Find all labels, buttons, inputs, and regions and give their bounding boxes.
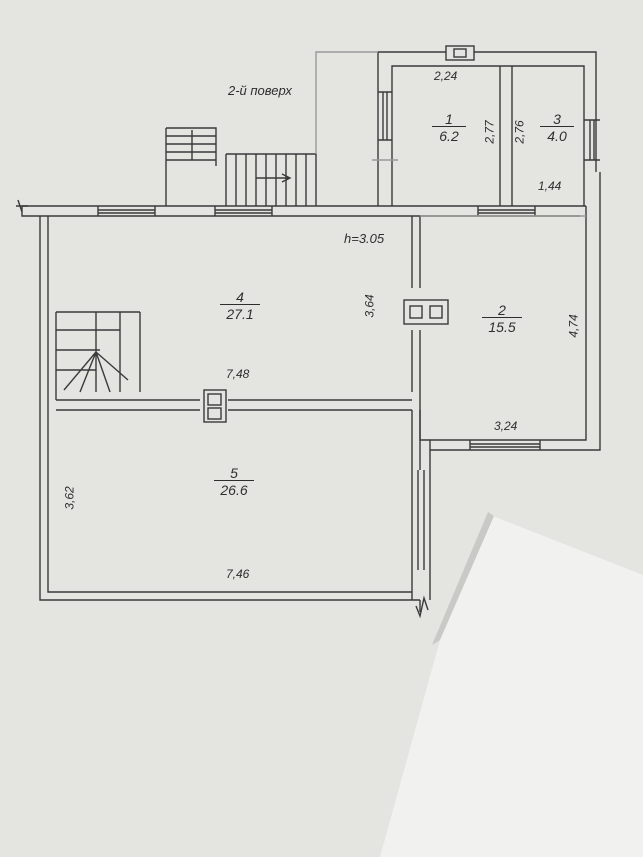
dim-room1-depth: 2,77 bbox=[482, 120, 497, 144]
room-5-area: 26.6 bbox=[214, 480, 254, 497]
room-1-area: 6.2 bbox=[432, 126, 466, 143]
window-room5 bbox=[417, 470, 425, 570]
window-room1 bbox=[378, 91, 392, 141]
dim-room5-width: 7,46 bbox=[226, 567, 250, 581]
room-4-area: 27.1 bbox=[220, 304, 260, 321]
ceiling-height: h=3.05 bbox=[344, 231, 385, 246]
dim-room2-width: 3,24 bbox=[494, 419, 518, 433]
paper-shadow bbox=[432, 512, 494, 645]
outer-wall-bottom-right bbox=[411, 592, 421, 612]
guide-line-top bbox=[315, 51, 378, 154]
dim-room4-depth: 3,64 bbox=[362, 294, 377, 318]
break-mark-left bbox=[16, 199, 28, 213]
internal-stair bbox=[55, 311, 141, 400]
room1-room3-partition bbox=[499, 66, 513, 206]
room-4-label: 4 27.1 bbox=[220, 290, 260, 321]
break-mark-bottom bbox=[415, 595, 429, 619]
room-2-area: 15.5 bbox=[482, 317, 522, 334]
room2-right-wall bbox=[429, 172, 601, 451]
partition-4-5 bbox=[56, 399, 421, 470]
dim-room3-depth: 2,76 bbox=[512, 120, 527, 144]
window-top-2 bbox=[214, 206, 273, 216]
partition-4-2 bbox=[411, 216, 430, 441]
room5-right-wall bbox=[411, 450, 431, 600]
window-room2 bbox=[469, 440, 541, 450]
dim-room2-depth: 4,74 bbox=[566, 314, 581, 338]
outer-wall-left bbox=[39, 216, 420, 601]
dim-room3-width: 1,44 bbox=[538, 179, 562, 193]
dim-room5-depth: 3,62 bbox=[62, 486, 77, 510]
dim-room1-width: 2,24 bbox=[434, 69, 458, 83]
room-1-label: 1 6.2 bbox=[432, 112, 466, 143]
window-room3 bbox=[584, 119, 600, 161]
dim-room4-width: 7,48 bbox=[226, 367, 250, 381]
exterior-stair-arrow bbox=[256, 173, 292, 183]
floor-label: 2-й поверх bbox=[228, 83, 292, 98]
room-3-label: 3 4.0 bbox=[540, 112, 574, 143]
overlapping-paper bbox=[380, 515, 643, 857]
room-2-label: 2 15.5 bbox=[482, 303, 522, 334]
chimney-top bbox=[445, 45, 475, 61]
room-2-number: 2 bbox=[498, 302, 506, 318]
room-5-label: 5 26.6 bbox=[214, 466, 254, 497]
window-top-1 bbox=[97, 206, 156, 216]
room-3-area: 4.0 bbox=[540, 126, 574, 143]
chimney-middle bbox=[403, 299, 449, 325]
outer-steps bbox=[165, 127, 217, 206]
walls bbox=[16, 45, 601, 619]
room-4-number: 4 bbox=[236, 289, 244, 305]
outer-wall-top-left bbox=[21, 205, 400, 217]
room-1-number: 1 bbox=[445, 111, 453, 127]
upper-rooms-outer bbox=[377, 51, 597, 206]
room-5-number: 5 bbox=[230, 465, 238, 481]
room-3-number: 3 bbox=[553, 111, 561, 127]
window-top-3 bbox=[477, 206, 536, 216]
